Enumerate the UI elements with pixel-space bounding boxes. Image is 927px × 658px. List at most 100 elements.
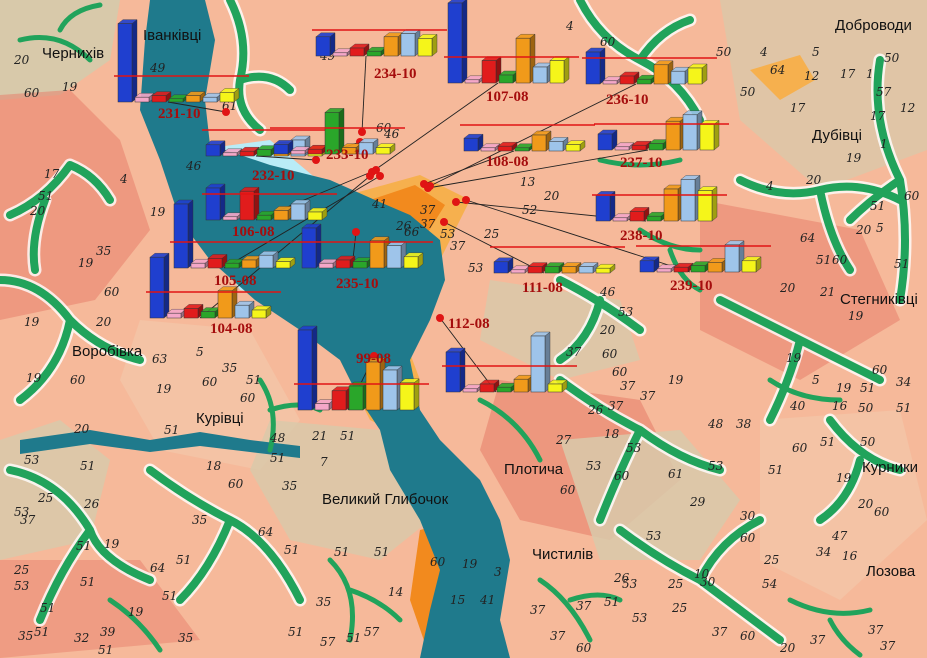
soil-unit-number: 57: [320, 635, 336, 649]
soil-unit-number: 26: [83, 497, 100, 511]
soil-unit-number: 37: [620, 379, 636, 393]
soil-unit-number: 37: [576, 599, 592, 613]
histogram-bar: [648, 139, 669, 151]
sample-point[interactable]: [452, 198, 460, 206]
valley-streams: [0, 0, 909, 644]
settlement-label: Лозова: [866, 563, 916, 580]
histogram-bar: [665, 116, 686, 151]
sample-diagram[interactable]: 108-08: [460, 124, 595, 170]
sample-code-label: 233-10: [326, 147, 369, 163]
histogram-bar: [561, 262, 582, 274]
histogram-bar: [549, 56, 570, 84]
sample-diagram[interactable]: 106-08: [202, 183, 337, 240]
sample-point[interactable]: [366, 172, 374, 180]
leader-line: [223, 175, 381, 269]
soil-unit-number: 16: [842, 549, 858, 563]
sample-diagram[interactable]: 239-10: [636, 240, 771, 294]
sample-point[interactable]: [312, 156, 320, 164]
histogram-bar: [399, 378, 420, 411]
histogram-bar: [663, 184, 684, 222]
sample-point[interactable]: [358, 128, 366, 136]
soil-unit-number: 21: [819, 285, 835, 299]
soil-unit-number: 34: [896, 375, 911, 389]
sample-diagram[interactable]: 111-08: [490, 246, 625, 296]
soil-unit-number: 51: [76, 539, 91, 553]
sample-diagram[interactable]: 107-08: [444, 0, 579, 105]
histogram-bar: [578, 262, 599, 274]
soil-unit-number: 53: [586, 459, 602, 473]
soil-unit-number: 27: [555, 433, 572, 447]
soil-unit-number: 29: [689, 495, 706, 509]
histogram-bar: [532, 62, 553, 84]
histogram-bar: [256, 145, 277, 157]
histogram-bar: [530, 331, 551, 393]
soil-unit-number: 4: [119, 172, 128, 186]
histogram-bar: [595, 190, 616, 222]
soil-unit-number: 60: [228, 477, 244, 491]
histogram-bar: [629, 206, 650, 222]
sample-point[interactable]: [222, 108, 230, 116]
soil-unit-number: 57: [364, 625, 380, 639]
sample-point[interactable]: [424, 184, 432, 192]
sample-diagram[interactable]: 237-10: [594, 110, 729, 171]
histogram-bar: [531, 130, 552, 152]
soil-unit-number: 60: [612, 365, 628, 379]
soil-unit-number: 20: [599, 323, 616, 337]
soil-unit-number: 20: [857, 497, 874, 511]
soil-unit-number: 51: [164, 423, 179, 437]
sample-diagram[interactable]: 112-08: [442, 316, 577, 393]
soil-unit-number: 20: [779, 281, 796, 295]
histogram-bar: [297, 325, 318, 411]
soil-unit-number: 10: [694, 567, 710, 581]
sample-diagram[interactable]: 235-10: [298, 223, 433, 292]
soil-unit-number: 20: [73, 422, 90, 436]
soil-unit-number: 5: [812, 373, 820, 387]
sample-point[interactable]: [372, 166, 380, 174]
soil-unit-number: 19: [846, 151, 862, 165]
soil-unit-number: 17: [840, 67, 856, 81]
soil-unit-number: 34: [816, 545, 831, 559]
sample-diagram[interactable]: 99-08: [294, 325, 429, 411]
settlement-label: Чистилів: [532, 546, 593, 563]
soil-unit-number: 50: [860, 435, 876, 449]
river-tributary: [20, 430, 300, 458]
soil-unit-number: 19: [78, 256, 94, 270]
soil-unit-number: 19: [668, 373, 684, 387]
soil-unit-number: 19: [836, 471, 852, 485]
soil-unit-number: 20: [13, 53, 30, 67]
sample-diagram[interactable]: 233-10: [270, 107, 405, 163]
soil-unit-number: 60: [832, 253, 848, 267]
sample-diagram[interactable]: 231-10: [114, 19, 249, 122]
sample-diagram[interactable]: 234-10: [312, 29, 447, 82]
leader-line: [371, 82, 499, 173]
leader-line: [361, 55, 367, 133]
soil-zone-grey: [720, 0, 927, 190]
soil-unit-number: 19: [24, 315, 40, 329]
soil-unit-number: 50: [884, 51, 900, 65]
histogram-bar: [202, 92, 223, 103]
soil-unit-number: 51: [80, 575, 95, 589]
sample-diagram[interactable]: 236-10: [582, 47, 717, 108]
sample-point[interactable]: [352, 228, 360, 236]
soil-unit-number: 19: [128, 605, 144, 619]
histogram-bar: [670, 66, 691, 85]
soil-unit-number: 1: [880, 137, 888, 151]
sample-point[interactable]: [462, 196, 470, 204]
soil-unit-number: 37: [880, 639, 896, 653]
histogram-bar: [275, 257, 296, 269]
alluvium-zone: [750, 55, 815, 100]
sample-diagram[interactable]: 105-08: [170, 199, 305, 289]
soil-unit-number: 53: [626, 441, 642, 455]
sample-diagram[interactable]: 238-10: [592, 174, 727, 244]
sample-point[interactable]: [436, 314, 444, 322]
sample-point[interactable]: [376, 172, 384, 180]
valley-streams-thin: [17, 2, 873, 658]
soil-unit-number: 60: [614, 469, 630, 483]
soil-unit-number: 66: [404, 225, 420, 239]
sample-point[interactable]: [440, 218, 448, 226]
soil-unit-number: 32: [74, 631, 89, 645]
soil-unit-number: 25: [763, 553, 779, 567]
sample-diagram[interactable]: 104-08: [146, 252, 281, 337]
histogram-bar: [463, 133, 484, 152]
histogram-bar: [331, 386, 352, 411]
